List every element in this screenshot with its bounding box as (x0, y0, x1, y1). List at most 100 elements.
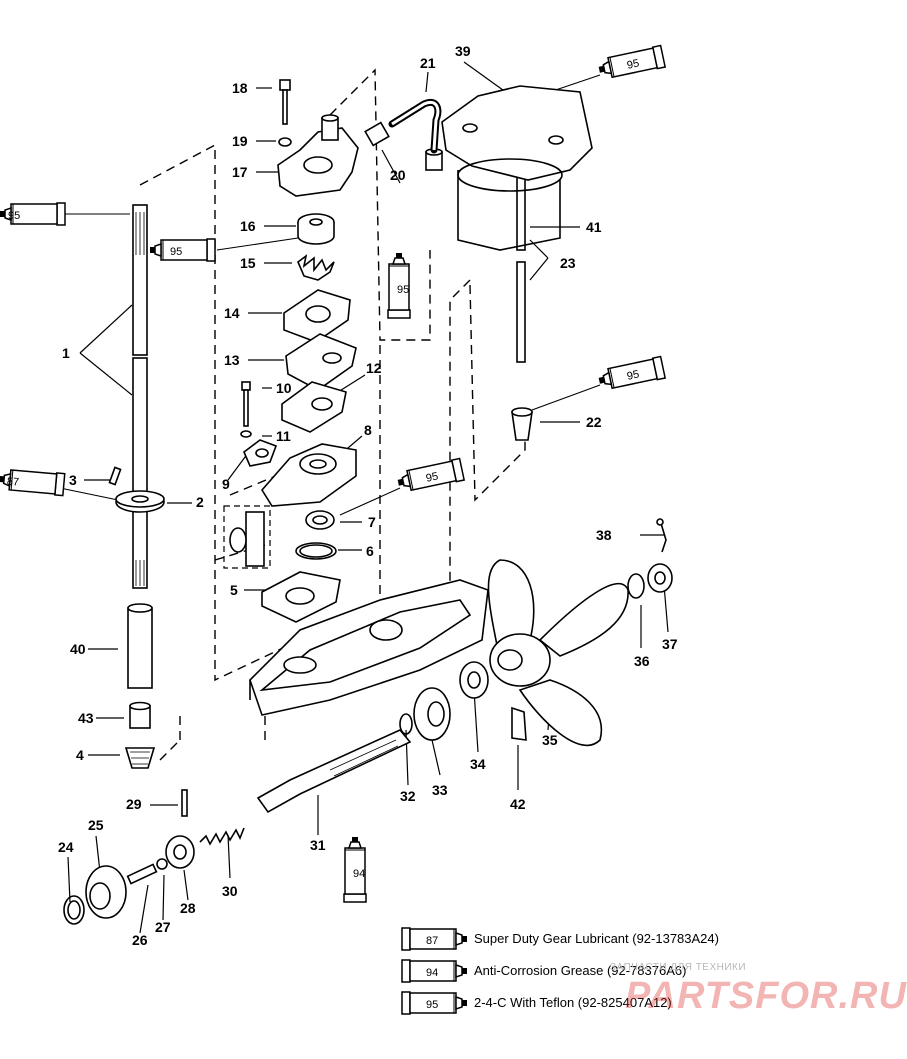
callout-41: 41 (586, 219, 602, 235)
legend-row-95: 2-4-C With Teflon (92-825407A12) (400, 993, 800, 1015)
propeller-blade-right (538, 582, 629, 657)
svg-text:95: 95 (425, 470, 439, 484)
washer-11 (240, 430, 252, 438)
drive-shaft-sleeve (127, 607, 153, 689)
callout-2: 2 (196, 494, 204, 510)
watermark-logo: PARTSFOR.RU (625, 975, 907, 1017)
drive-shaft-upper (132, 204, 148, 356)
callout-22: 22 (586, 414, 602, 430)
thrust-washer-32 (399, 713, 413, 735)
tube-94-shaft: 94 (343, 836, 367, 903)
callout-14: 14 (224, 305, 240, 321)
callout-32: 32 (400, 788, 416, 804)
callout-17: 17 (232, 164, 248, 180)
prop-washer (627, 573, 645, 599)
callout-8: 8 (364, 422, 372, 438)
callout-9: 9 (222, 476, 230, 492)
legend-text-87: Super Duty Gear Lubricant (92-13783A24) (474, 931, 719, 946)
legend-code-87: 87 (426, 935, 438, 947)
callout-36: 36 (634, 653, 650, 669)
tube-95-grommet: 95 (387, 252, 411, 319)
spring (199, 827, 245, 846)
screw-10 (241, 381, 251, 391)
callout-11: 11 (276, 428, 291, 444)
callout-42: 42 (510, 796, 526, 812)
callout-19: 19 (232, 133, 248, 149)
cotter-pin (659, 519, 667, 553)
callout-35: 35 (542, 732, 558, 748)
drive-pin (108, 466, 122, 486)
svg-text:94: 94 (353, 868, 365, 880)
callout-18: 18 (232, 80, 248, 96)
watermark-caption: ЗАПЧАСТИ ДЛЯ ТЕХНИКИ (610, 962, 747, 973)
callout-21: 21 (420, 55, 436, 71)
legend-row-87: Super Duty Gear Lubricant (92-13783A24) (400, 929, 800, 951)
shift-shaft-lower (516, 261, 526, 363)
cam-follower-shaft (126, 863, 158, 885)
callout-29: 29 (126, 796, 142, 812)
callout-15: 15 (240, 255, 256, 271)
shear-key (511, 706, 527, 741)
callout-4: 4 (76, 747, 84, 763)
exploded-parts-diagram: 95 95 95 95 95 95 87 94 (0, 44, 673, 1015)
svg-text:95: 95 (170, 246, 182, 258)
callout-30: 30 (222, 883, 238, 899)
legend-tubes: 87 94 95 (401, 927, 468, 1015)
callout-28: 28 (180, 900, 196, 916)
callout-16: 16 (240, 218, 256, 234)
o-ring (295, 542, 337, 560)
svg-text:87: 87 (6, 476, 19, 489)
callout-33: 33 (432, 782, 448, 798)
callout-25: 25 (88, 817, 104, 833)
callout-39: 39 (455, 43, 471, 59)
callout-34: 34 (470, 756, 486, 772)
callout-37: 37 (662, 636, 678, 652)
svg-text:95: 95 (626, 57, 640, 71)
callout-10: 10 (276, 380, 292, 396)
legend-text-94: Anti-Corrosion Grease (92-78376A6) (474, 963, 687, 978)
legend-code-95: 95 (426, 999, 438, 1011)
legend-code-94: 94 (426, 967, 438, 979)
callout-1: 1 (62, 345, 70, 361)
callout-5: 5 (230, 582, 238, 598)
drive-shaft-lower (132, 357, 148, 589)
callout-12: 12 (366, 360, 382, 376)
water-tube-seal (364, 121, 390, 147)
washer-19 (278, 137, 292, 147)
tube-95-shaft: 95 (0, 202, 66, 226)
callout-20: 20 (390, 167, 406, 183)
seal-carrier (245, 511, 265, 567)
propeller-blade-lower (518, 679, 603, 747)
tube-95-seal: 95 (395, 457, 465, 495)
cross-pin (181, 789, 188, 817)
svg-text:95: 95 (8, 210, 20, 222)
face-plate (285, 333, 357, 391)
screw-18 (279, 79, 291, 91)
lubricant-tubes: 95 95 95 95 95 95 87 94 (0, 44, 666, 903)
cam-follower (156, 858, 168, 870)
callout-7: 7 (368, 514, 376, 530)
tube-95-bushing: 95 (596, 355, 666, 393)
callout-24: 24 (58, 839, 74, 855)
callout-40: 40 (70, 641, 86, 657)
svg-text:95: 95 (626, 368, 640, 382)
impeller (297, 254, 335, 281)
callout-38: 38 (596, 527, 612, 543)
svg-text:95: 95 (397, 284, 409, 296)
assembly-guide-lines (139, 68, 526, 761)
legend-text-95: 2-4-C With Teflon (92-825407A12) (474, 995, 672, 1010)
callout-3: 3 (69, 472, 77, 488)
water-pump-base (261, 443, 357, 507)
tube-95-housing: 95 (596, 44, 666, 82)
propeller-shaft (256, 729, 412, 814)
callout-6: 6 (366, 543, 374, 559)
callout-23: 23 (560, 255, 576, 271)
tube-87-bearing: 87 (0, 467, 66, 497)
drive-shaft-housing (441, 85, 593, 181)
callout-26: 26 (132, 932, 148, 948)
callout-31: 31 (310, 837, 326, 853)
tube-95-insert: 95 (149, 238, 216, 262)
parts (63, 79, 673, 925)
callout-13: 13 (224, 352, 240, 368)
callout-43: 43 (78, 710, 94, 726)
